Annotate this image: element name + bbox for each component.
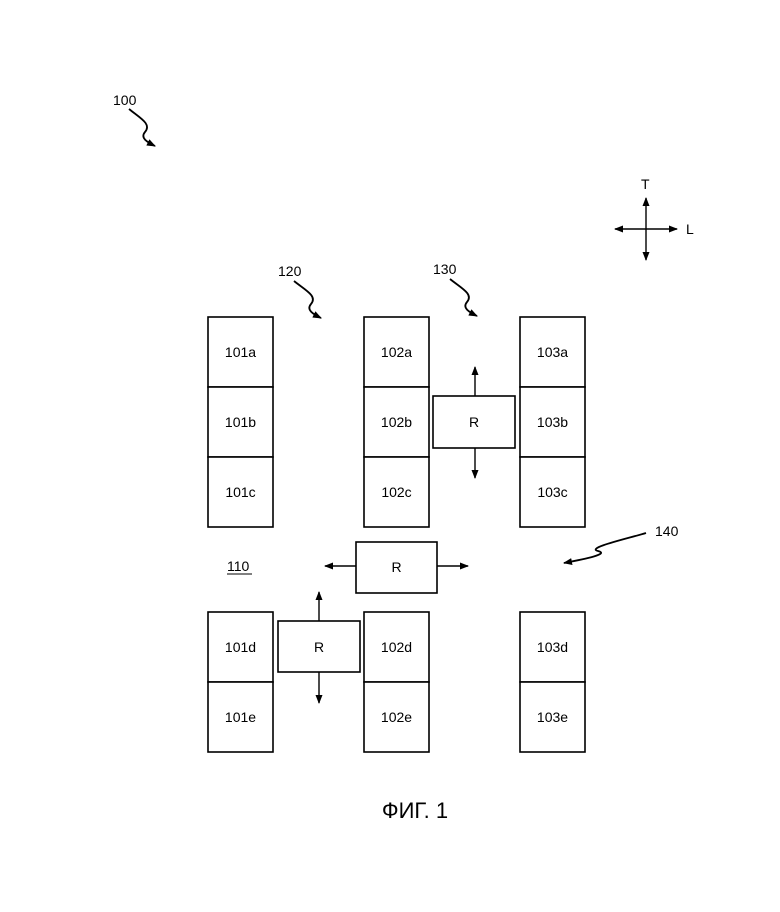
ref-label-140: 140 <box>655 523 679 539</box>
rack-label-101d: 101d <box>225 639 256 655</box>
robot-middle-label: R <box>391 559 401 575</box>
rack-label-101c: 101c <box>225 484 255 500</box>
rack-label-101e: 101e <box>225 709 256 725</box>
ref-label-110: 110 <box>227 558 250 574</box>
rack-label-103c: 103c <box>537 484 567 500</box>
rack-column-103-lower: 103d 103e <box>520 612 585 752</box>
rack-label-102a: 102a <box>381 344 412 360</box>
rack-column-101-lower: 101d 101e <box>208 612 273 752</box>
ref-label-120: 120 <box>278 263 302 279</box>
robot-upper: R <box>433 367 515 478</box>
robot-middle: R <box>325 542 468 593</box>
rack-label-103a: 103a <box>537 344 568 360</box>
rack-label-103b: 103b <box>537 414 568 430</box>
robot-lower-label: R <box>314 639 324 655</box>
rack-column-102-lower: 102d 102e <box>364 612 429 752</box>
rack-column-103-upper: 103a 103b 103c <box>520 317 585 527</box>
robot-lower: R <box>278 592 360 703</box>
leader-100 <box>129 109 155 146</box>
rack-column-102-upper: 102a 102b 102c <box>364 317 429 527</box>
leader-140 <box>564 533 646 563</box>
leader-130 <box>450 279 477 316</box>
rack-label-101a: 101a <box>225 344 256 360</box>
rack-label-102b: 102b <box>381 414 412 430</box>
leader-120 <box>294 281 321 318</box>
rack-column-101-upper: 101a 101b 101c <box>208 317 273 527</box>
axis-label-l: L <box>686 221 694 237</box>
rack-label-102e: 102e <box>381 709 412 725</box>
rack-label-102d: 102d <box>381 639 412 655</box>
direction-indicator: T L <box>615 176 694 260</box>
rack-label-101b: 101b <box>225 414 256 430</box>
ref-label-100: 100 <box>113 92 137 108</box>
axis-label-t: T <box>641 176 650 192</box>
robot-upper-label: R <box>469 414 479 430</box>
rack-label-103d: 103d <box>537 639 568 655</box>
ref-label-130: 130 <box>433 261 457 277</box>
figure-caption: ФИГ. 1 <box>382 798 448 823</box>
rack-label-102c: 102c <box>381 484 411 500</box>
rack-label-103e: 103e <box>537 709 568 725</box>
